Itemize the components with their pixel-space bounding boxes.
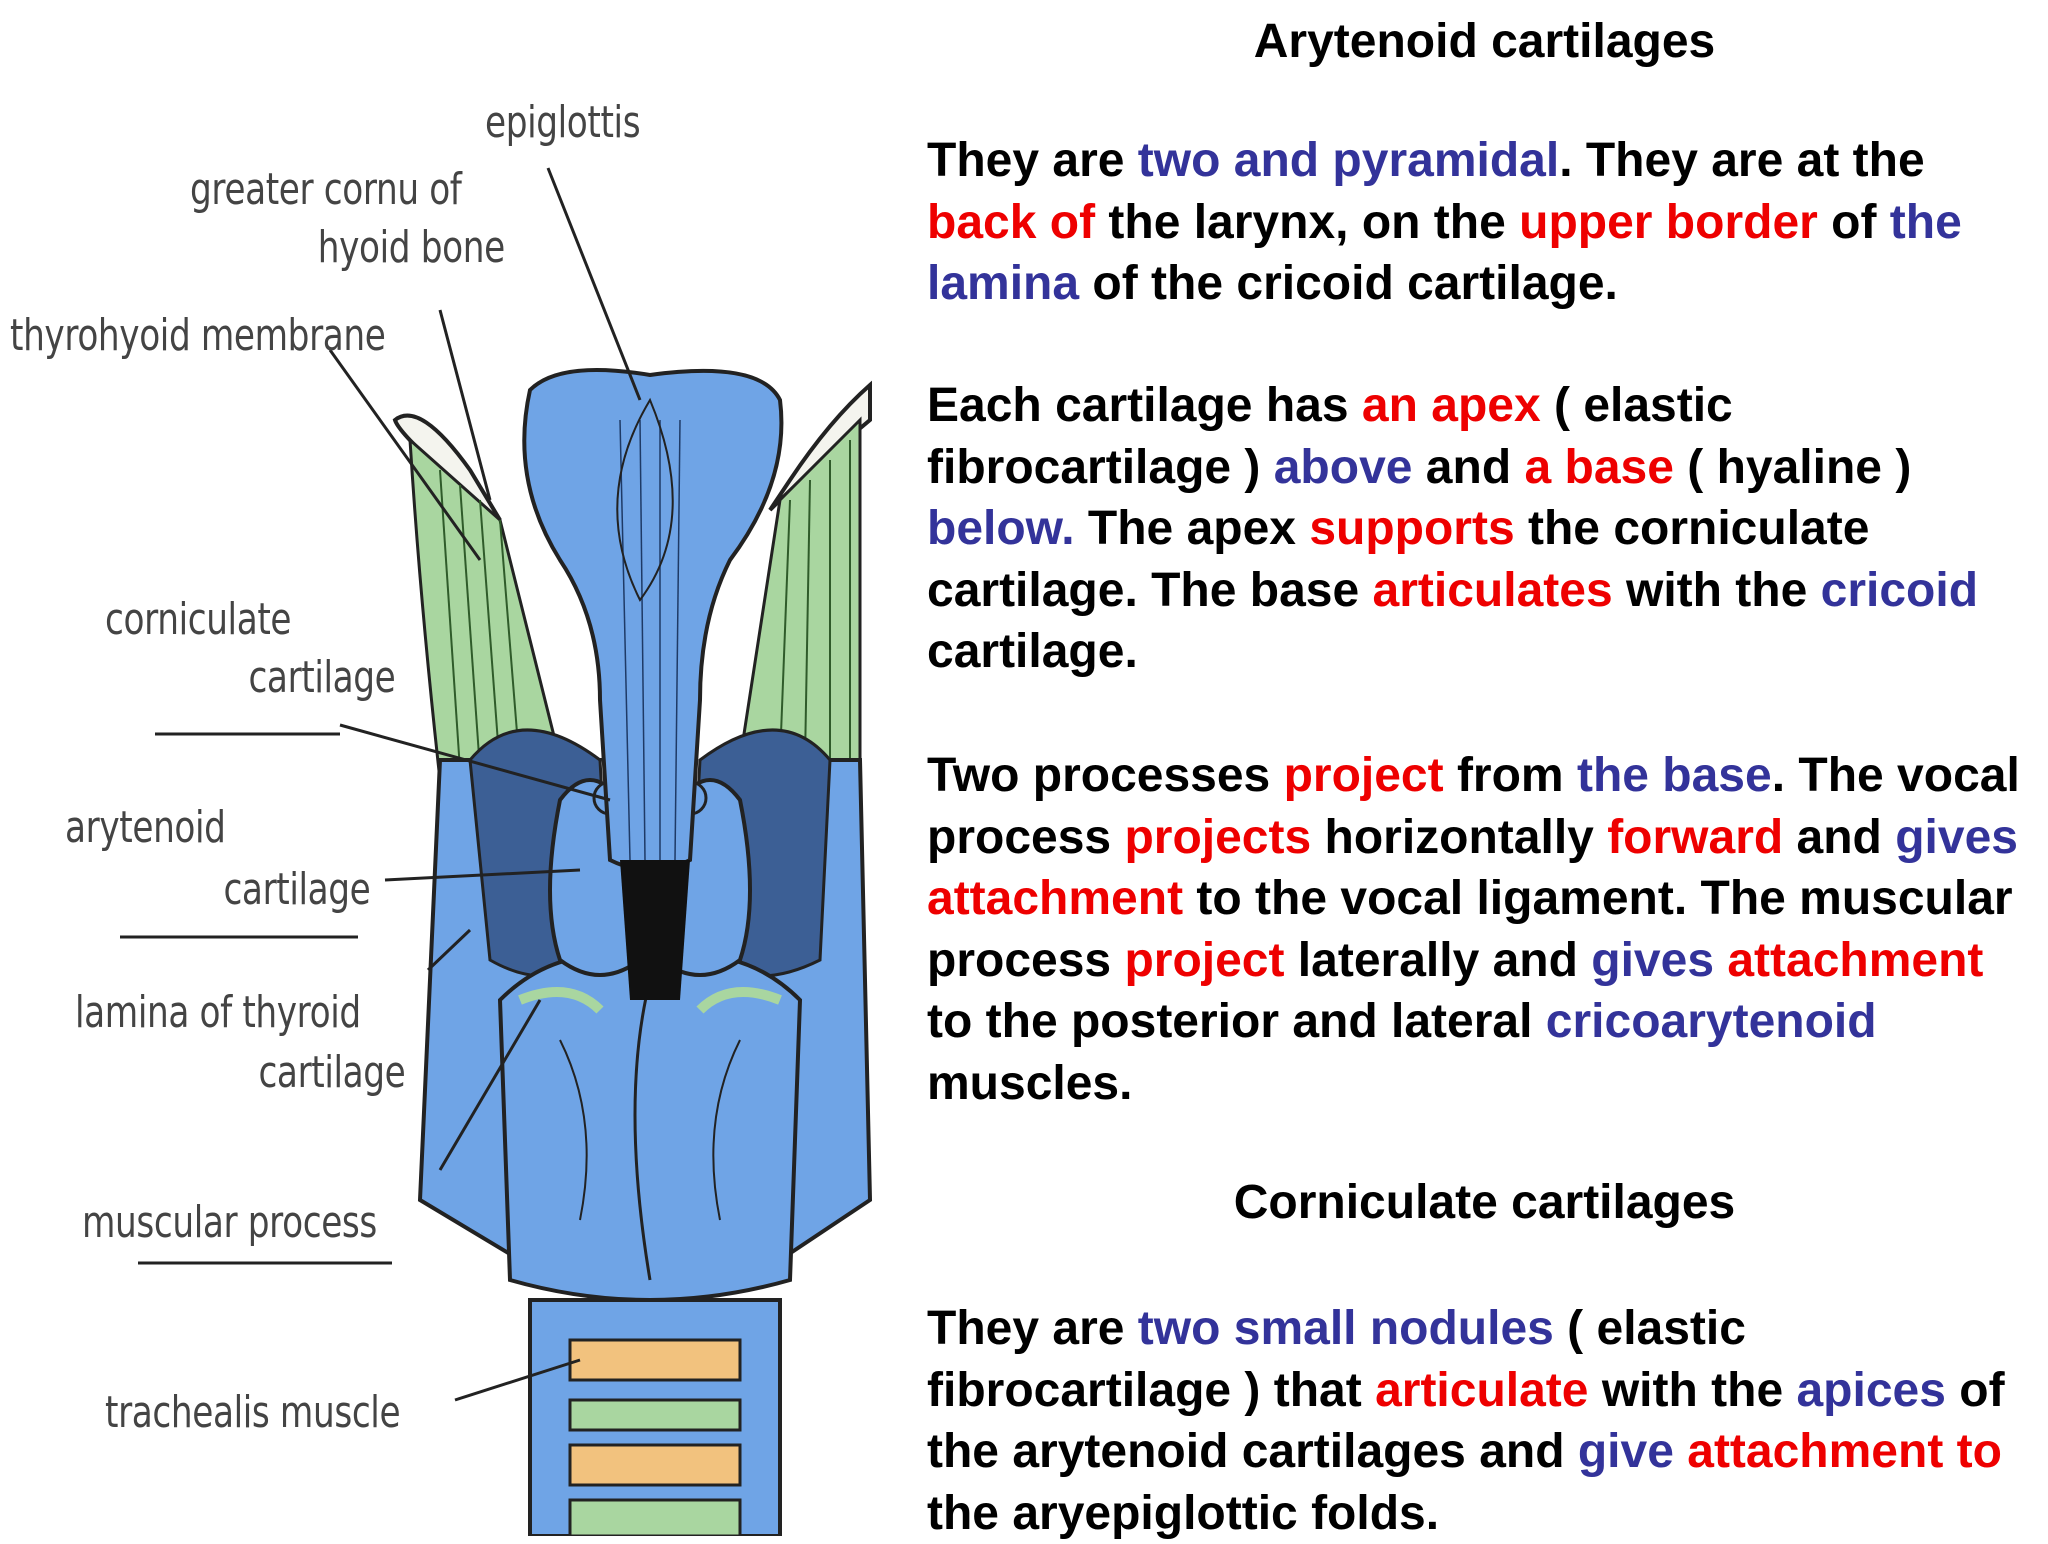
text-run: a base bbox=[1524, 440, 1674, 494]
text-run: gives bbox=[1895, 810, 2018, 864]
text-run: laterally and bbox=[1284, 933, 1592, 987]
text-run: articulates bbox=[1372, 563, 1613, 617]
text-run: the base bbox=[1576, 749, 1772, 802]
label-trachealis-muscle: trachealis muscle bbox=[105, 1387, 401, 1438]
text-run: Two processes bbox=[927, 749, 1284, 802]
text-run: forward bbox=[1607, 810, 1784, 864]
text-run: the lamina bbox=[927, 195, 1962, 311]
text-run: back of bbox=[927, 195, 1096, 249]
paragraph-arytenoid-location: They are two and pyramidal. They are at … bbox=[927, 130, 2042, 315]
leader-muscular bbox=[438, 999, 542, 1171]
text-run: cricoid bbox=[1820, 563, 1979, 617]
paragraph-processes: Two processes project from the base. The… bbox=[927, 745, 2042, 1115]
text-run: and bbox=[1783, 810, 1896, 864]
text-run: below. bbox=[927, 502, 1075, 556]
text-run: project bbox=[1124, 933, 1285, 987]
text-run: the corniculate cartilage. The base bbox=[927, 502, 1870, 617]
heading-arytenoid: Arytenoid cartilages bbox=[1253, 15, 1716, 68]
text-run: Each cartilage has bbox=[927, 379, 1362, 432]
label-thyrohyoid-membrane: thyrohyoid membrane bbox=[10, 310, 386, 361]
text-run: articulate bbox=[1375, 1363, 1589, 1417]
text-run: ( hyaline ) bbox=[1673, 440, 1912, 494]
text-run: The apex bbox=[1074, 502, 1310, 556]
text-run: attachment bbox=[1727, 933, 1984, 987]
label-epiglottis: epiglottis bbox=[485, 97, 641, 148]
text-run: an apex bbox=[1361, 379, 1541, 432]
larynx-illustration: epiglottis greater cornu of hyoid bone t… bbox=[0, 0, 880, 1536]
label-lamina-line1: lamina of thyroid bbox=[75, 987, 361, 1038]
text-run: They are bbox=[927, 134, 1138, 187]
text-run: two small nodules bbox=[1137, 1302, 1554, 1355]
label-corniculate-line2: cartilage bbox=[248, 652, 395, 703]
text-run: cartilage. bbox=[927, 625, 1138, 679]
text-run: supports bbox=[1309, 502, 1515, 556]
label-muscular-process: muscular process bbox=[82, 1197, 377, 1248]
text-run: attachment to bbox=[1687, 1425, 2002, 1479]
label-arytenoid-line2: cartilage bbox=[223, 864, 370, 915]
text-run: project bbox=[1283, 749, 1444, 802]
paragraph-corniculate: They are two small nodules ( elastic fib… bbox=[927, 1298, 2042, 1544]
trachealis-band-1 bbox=[568, 1338, 742, 1382]
text-run: ( elastic fibrocartilage ) that bbox=[927, 1302, 1746, 1417]
text-run: to the vocal ligament. The muscular proc… bbox=[927, 872, 2013, 987]
text-run: . They are at the bbox=[1559, 134, 1925, 187]
text-run: give bbox=[1577, 1425, 1674, 1479]
leader-corniculate bbox=[339, 723, 611, 802]
trachealis-band-4 bbox=[568, 1498, 742, 1536]
text-run: ( elastic fibrocartilage ) bbox=[927, 379, 1733, 494]
trachealis-band-3 bbox=[568, 1443, 742, 1487]
leader-arytenoid bbox=[384, 868, 581, 882]
label-lamina-line2: cartilage bbox=[258, 1047, 405, 1098]
text-run: two and pyramidal bbox=[1137, 134, 1560, 187]
label-arytenoid-line1: arytenoid bbox=[65, 802, 226, 853]
laryngeal-inlet bbox=[620, 860, 690, 1000]
cricoid-lamina bbox=[497, 953, 803, 1302]
trachealis-band-2 bbox=[568, 1398, 742, 1432]
text-run: horizontally bbox=[1311, 810, 1608, 864]
text-run bbox=[1714, 934, 1727, 987]
leader-thyrohyoid bbox=[328, 349, 482, 561]
text-run: with the bbox=[1612, 563, 1821, 617]
text-run: upper border bbox=[1519, 195, 1818, 249]
leader-trachealis bbox=[454, 1358, 581, 1402]
label-corniculate-line1: corniculate bbox=[105, 594, 292, 645]
text-run: from bbox=[1443, 749, 1577, 802]
leader-lamina bbox=[426, 928, 472, 972]
text-run: muscles. bbox=[927, 1056, 1133, 1110]
leader-greater-cornu bbox=[438, 309, 492, 501]
text-run: with the bbox=[1588, 1363, 1797, 1417]
label-greater-cornu-line2: hyoid bone bbox=[317, 222, 505, 273]
text-run: of bbox=[1817, 195, 1890, 249]
text-run: They are bbox=[927, 1302, 1138, 1355]
epiglottis-shape bbox=[522, 368, 784, 872]
text-run: . The vocal process bbox=[927, 749, 2020, 864]
text-run: gives bbox=[1591, 933, 1715, 987]
paragraph-apex-base: Each cartilage has an apex ( elastic fib… bbox=[927, 375, 2042, 683]
text-run: the aryepiglottic folds. bbox=[927, 1486, 1440, 1540]
text-run: to the posterior and lateral bbox=[927, 995, 1546, 1049]
text-run: projects bbox=[1124, 810, 1312, 864]
text-run: apices bbox=[1796, 1363, 1946, 1417]
larynx-drawing bbox=[120, 167, 873, 1536]
text-run: attachment bbox=[927, 872, 1184, 926]
text-run: of the cricoid cartilage. bbox=[1079, 257, 1618, 311]
leader-epiglottis bbox=[546, 167, 642, 401]
heading-corniculate: Corniculate cartilages bbox=[1233, 1176, 1736, 1229]
text-run: above bbox=[1273, 440, 1413, 494]
text-run: of the arytenoid cartilages and bbox=[927, 1363, 2005, 1479]
text-run: the larynx, on the bbox=[1095, 195, 1520, 249]
text-run bbox=[1674, 1425, 1687, 1478]
label-greater-cornu-line1: greater cornu of bbox=[190, 164, 462, 215]
text-run: cricoarytenoid bbox=[1545, 995, 1877, 1049]
text-run: and bbox=[1412, 440, 1525, 494]
